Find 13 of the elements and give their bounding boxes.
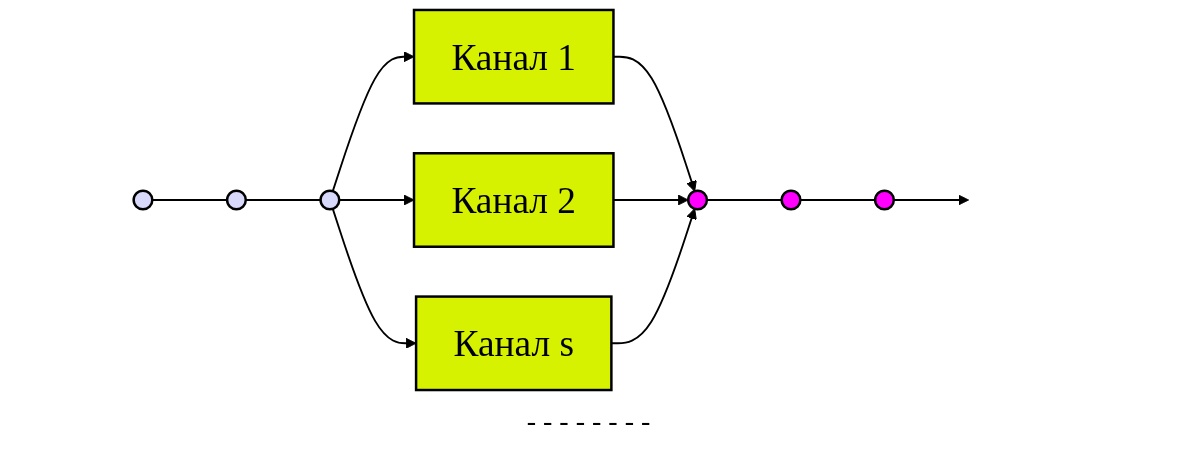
node-box: Канал 1 bbox=[412, 8, 615, 105]
node-circle bbox=[873, 189, 896, 211]
node-circle bbox=[780, 189, 802, 211]
node-box: Канал s bbox=[414, 295, 613, 392]
arrow bbox=[331, 207, 417, 349]
ellipsis-label: - - - - - - - - bbox=[526, 405, 651, 436]
arrow bbox=[338, 194, 415, 206]
arrow bbox=[331, 51, 415, 193]
node-box: Канал 2 bbox=[412, 152, 615, 248]
node-circle bbox=[686, 189, 709, 211]
node-circle bbox=[225, 189, 248, 211]
node-circle bbox=[132, 189, 154, 211]
node-circle bbox=[319, 189, 341, 211]
